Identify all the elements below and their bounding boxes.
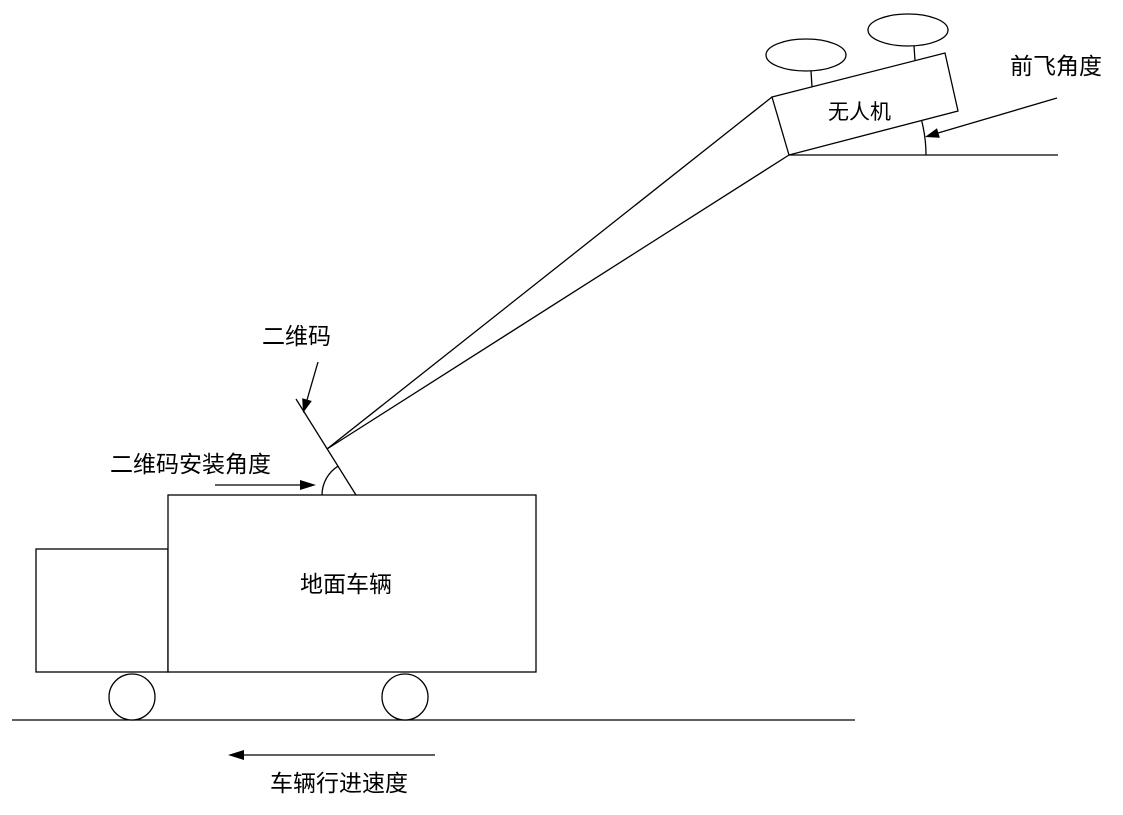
forward-flight-angle-arrow-head	[925, 128, 940, 138]
qr-install-angle-arc	[321, 465, 339, 496]
vehicle-rear-wheel	[108, 673, 156, 721]
drone-body	[771, 52, 959, 156]
forward-flight-angle-arc	[920, 120, 927, 156]
vehicle-cab	[35, 548, 169, 673]
vehicle-speed-label: 车辆行进速度	[270, 771, 408, 797]
forward-flight-angle-arrow-shaft	[937, 97, 1058, 134]
vehicle-front-wheel	[381, 673, 429, 721]
ground-vehicle-label: 地面车辆	[300, 572, 392, 598]
qr-install-angle-arrow-head	[300, 480, 316, 490]
qr-code-plate	[295, 398, 357, 496]
view-beam-lower	[326, 154, 790, 450]
qr-install-angle-label: 二维码安装角度	[110, 452, 271, 478]
qr-code-arrow-head	[302, 398, 312, 413]
qr-code-arrow-shaft	[306, 361, 319, 401]
drone-rotor-mast-left	[810, 70, 813, 87]
qr-code-label: 二维码	[262, 324, 331, 350]
drone-rotor-right	[867, 13, 949, 47]
vehicle-body	[167, 494, 537, 673]
forward-flight-angle-label: 前飞角度	[1010, 54, 1102, 80]
vehicle-speed-arrow-head	[228, 750, 244, 760]
drone-rotor-left	[765, 38, 847, 72]
drone-rotor-mast-right	[913, 45, 916, 61]
view-beam-upper	[326, 96, 773, 450]
drone-label: 无人机	[828, 100, 891, 124]
